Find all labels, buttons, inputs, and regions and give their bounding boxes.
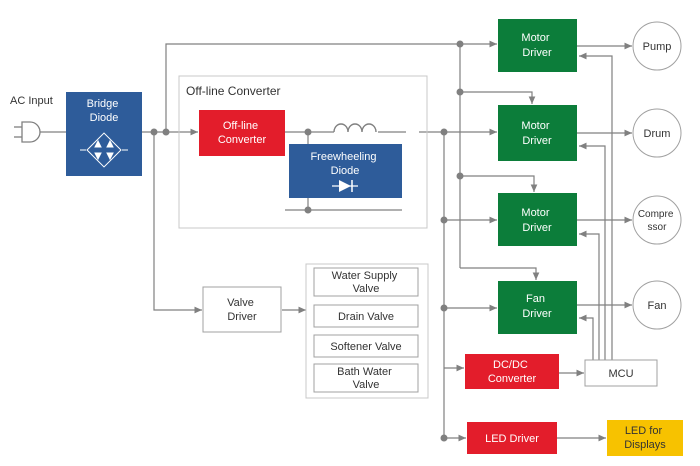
diode-icon [332,180,358,192]
svg-text:Motor Driver: Motor Driver [521,120,552,147]
offline-converter-block[interactable]: Off-line Converter [199,110,285,156]
motor-driver-1-label-1: Motor [521,32,549,44]
drum-load[interactable]: Drum [632,108,682,158]
svg-text:DC/DC Converter: DC/DC Converter [488,359,537,385]
motor-driver-1-label-2: Driver [522,47,552,59]
offline-converter-label-1: Off-line [223,120,258,132]
valve-driver-block[interactable]: Valve Driver [202,286,282,333]
junction-dots [150,40,464,442]
water-supply-valve[interactable]: Water Supply Valve [313,267,419,297]
svg-text:Valve Driver: Valve Driver [227,297,257,323]
svg-text:Water Supply Valve: Water Supply Valve [332,270,401,295]
bridge-diode-label-2: Diode [90,112,119,124]
freewheeling-diode-label-1: Freewheeling [310,151,376,163]
dcdc-converter-block[interactable]: DC/DC Converter [465,354,559,389]
fan-label: Fan [648,300,667,312]
water-supply-valve-label-2: Valve [353,283,380,295]
motor-driver-2-block[interactable]: Motor Driver [498,105,577,161]
water-supply-valve-label-1: Water Supply [332,270,398,282]
fan-driver-label-1: Fan [526,293,545,305]
led-driver-block[interactable]: LED Driver [467,422,557,454]
bridge-diode-block[interactable]: Bridge Diode [66,92,142,176]
ac-plug-icon [14,121,41,143]
svg-text:Motor Driver: Motor Driver [521,32,552,59]
freewheeling-diode-block[interactable]: Freewheeling Diode [289,144,402,198]
softener-valve-label: Softener Valve [330,341,401,353]
bridge-rectifier-icon [80,132,128,168]
inductor-icon [333,123,377,133]
compressor-load[interactable]: Compre ssor [632,195,682,245]
dcdc-converter-label-2: Converter [488,373,537,385]
softener-valve[interactable]: Softener Valve [313,334,419,358]
svg-text:Bath Water Valve: Bath Water Valve [337,366,395,391]
motor-driver-2-label-1: Motor [521,120,549,132]
mcu-block[interactable]: MCU [584,359,658,387]
valve-driver-label-2: Driver [227,311,257,323]
valve-driver-label-1: Valve [227,297,254,309]
pump-load[interactable]: Pump [632,21,682,71]
motor-driver-2-label-2: Driver [522,135,552,147]
svg-text:LED for Displays: LED for Displays [624,425,666,451]
drum-label: Drum [644,128,671,140]
svg-text:Motor Driver: Motor Driver [521,207,552,234]
bath-water-valve[interactable]: Bath Water Valve [313,363,419,393]
fan-driver-block[interactable]: Fan Driver [498,281,577,334]
led-displays-block[interactable]: LED for Displays [607,420,683,456]
motor-driver-3-label-1: Motor [521,207,549,219]
svg-text:Bridge Diode: Bridge Diode [87,98,122,124]
freewheeling-diode-label-2: Diode [331,165,360,177]
compressor-label-2: ssor [648,222,668,233]
svg-text:Compre ssor: Compre ssor [638,209,676,233]
bath-water-valve-label-1: Bath Water [337,366,392,378]
drain-valve[interactable]: Drain Valve [313,304,419,328]
motor-driver-3-block[interactable]: Motor Driver [498,193,577,246]
motor-driver-1-block[interactable]: Motor Driver [498,19,577,72]
drain-valve-label: Drain Valve [338,311,394,323]
led-displays-label-2: Displays [624,439,666,451]
fan-driver-label-2: Driver [522,308,552,320]
ac-input-label: AC Input [10,95,53,107]
bath-water-valve-label-2: Valve [353,379,380,391]
led-driver-label: LED Driver [485,433,539,445]
svg-text:Freewheeling Diode: Freewheeling Diode [310,151,379,177]
bridge-diode-label-1: Bridge [87,98,119,110]
offline-converter-label-2: Converter [218,134,267,146]
svg-text:Off-line Converter: Off-line Converter [218,120,267,146]
offline-group-title: Off-line Converter [186,84,280,98]
valves-group [305,263,429,399]
svg-text:Fan Driver: Fan Driver [522,293,552,320]
fan-load[interactable]: Fan [632,280,682,330]
mcu-label: MCU [608,368,633,380]
led-displays-label-1: LED for [625,425,663,437]
pump-label: Pump [643,41,672,53]
compressor-label-1: Compre [638,209,674,220]
dcdc-converter-label-1: DC/DC [493,359,528,371]
offline-converter-group [178,75,428,229]
motor-driver-3-label-2: Driver [522,222,552,234]
